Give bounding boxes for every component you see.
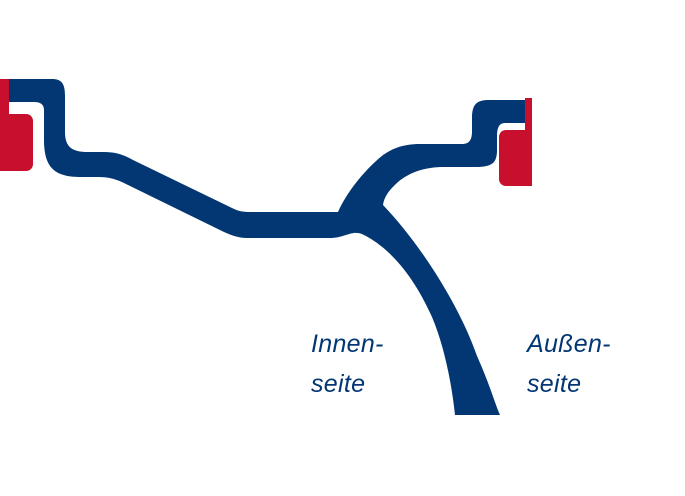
outer-side-label-line-1: Außen-: [527, 330, 611, 358]
outer-balance-weight: [499, 98, 532, 186]
rim-profile: [8, 79, 527, 415]
inner-side-label: Innen- seite: [311, 324, 384, 404]
inner-side-label-line-1: Innen-: [311, 330, 384, 358]
inner-side-label-line-2: seite: [311, 370, 366, 398]
outer-side-label: Außen- seite: [527, 324, 611, 404]
outer-side-label-line-2: seite: [527, 370, 582, 398]
inner-balance-weight: [0, 79, 33, 171]
